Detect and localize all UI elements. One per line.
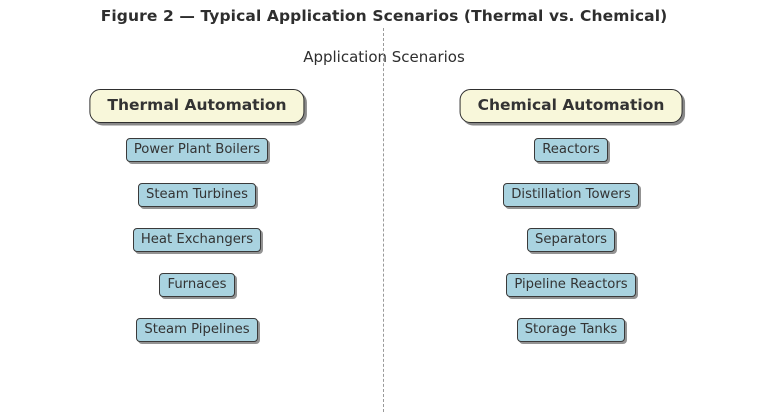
column-chemical-automation: Chemical Automation Reactors Distillatio…: [401, 0, 741, 412]
node-storage-tanks: Storage Tanks: [516, 318, 626, 343]
node-row: Pipeline Reactors: [401, 273, 741, 318]
node-steam-pipelines: Steam Pipelines: [136, 318, 258, 343]
node-list-chemical: Reactors Distillation Towers Separators …: [401, 138, 741, 363]
column-header-chemical-automation: Chemical Automation: [459, 89, 683, 124]
node-row: Furnaces: [27, 273, 367, 318]
node-power-plant-boilers: Power Plant Boilers: [125, 138, 269, 163]
node-list-thermal: Power Plant Boilers Steam Turbines Heat …: [27, 138, 367, 363]
node-heat-exchangers: Heat Exchangers: [132, 228, 262, 253]
node-row: Separators: [401, 228, 741, 273]
node-row: Heat Exchangers: [27, 228, 367, 273]
node-distillation-towers: Distillation Towers: [503, 183, 639, 208]
node-row: Storage Tanks: [401, 318, 741, 363]
node-row: Reactors: [401, 138, 741, 183]
node-reactors: Reactors: [534, 138, 608, 163]
figure-title: Figure 2 — Typical Application Scenarios…: [100, 7, 668, 25]
node-row: Distillation Towers: [401, 183, 741, 228]
center-dashed-divider: [383, 28, 384, 412]
node-steam-turbines: Steam Turbines: [138, 183, 256, 208]
node-row: Steam Turbines: [27, 183, 367, 228]
node-row: Steam Pipelines: [27, 318, 367, 363]
column-header-thermal-automation: Thermal Automation: [89, 89, 305, 124]
node-pipeline-reactors: Pipeline Reactors: [506, 273, 636, 298]
node-furnaces: Furnaces: [159, 273, 235, 298]
node-separators: Separators: [527, 228, 615, 253]
column-thermal-automation: Thermal Automation Power Plant Boilers S…: [27, 0, 367, 412]
node-row: Power Plant Boilers: [27, 138, 367, 183]
